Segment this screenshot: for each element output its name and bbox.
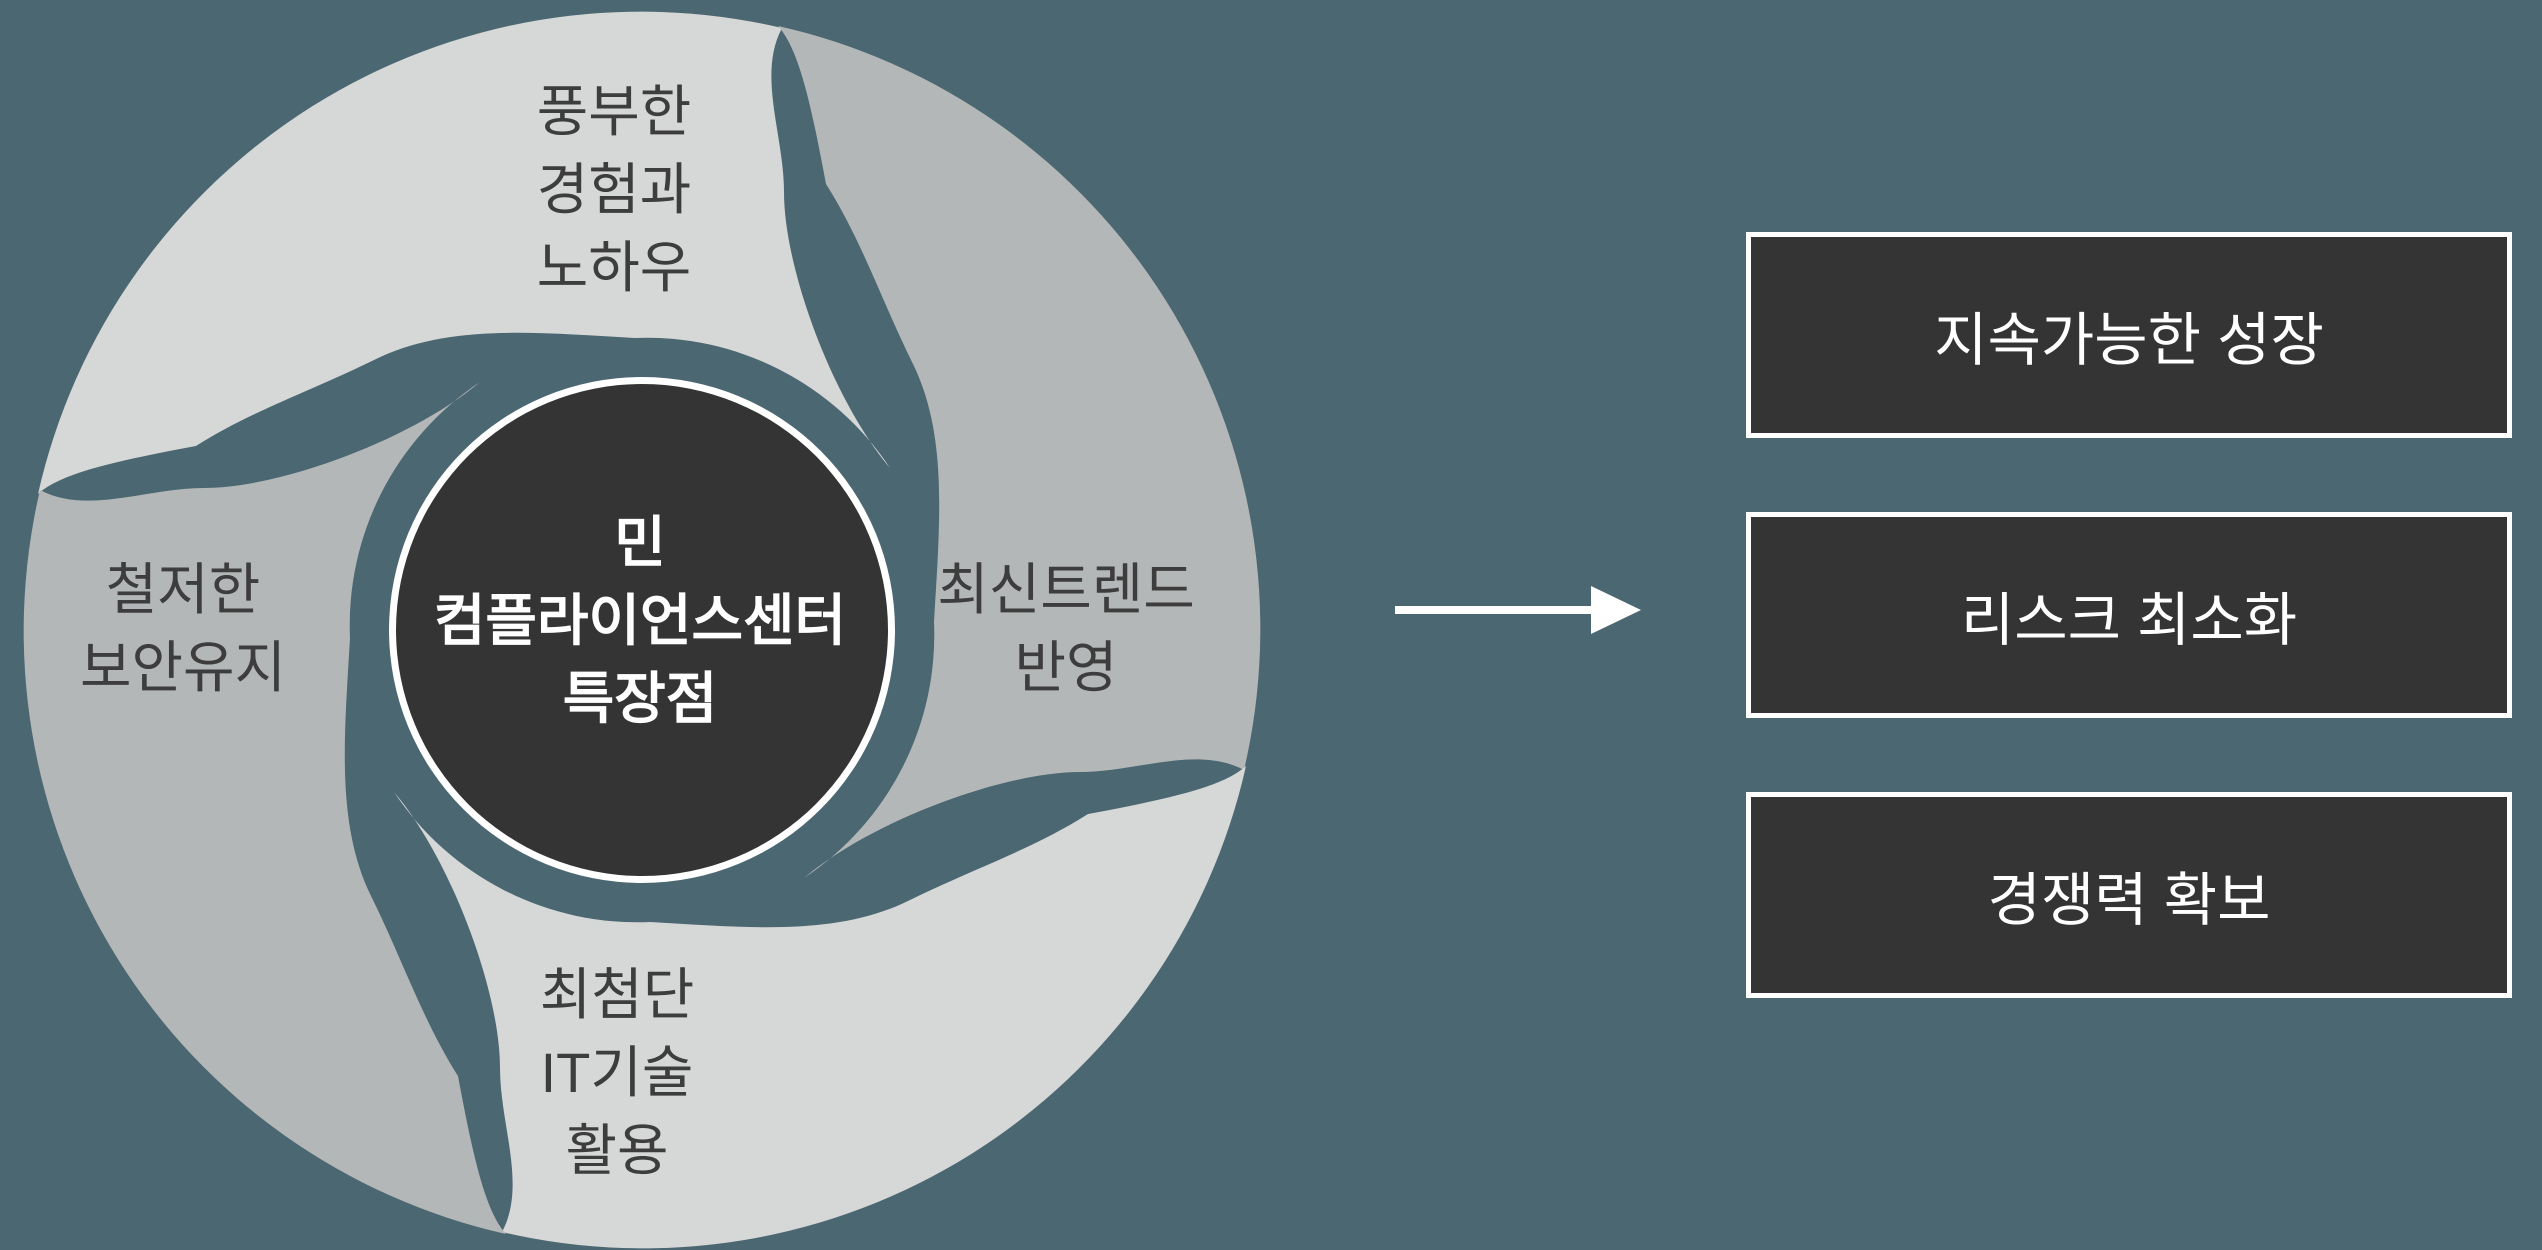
label-line: 민	[614, 511, 666, 574]
outcome-box-label: 경쟁력 확보	[1987, 868, 2271, 933]
label-line: 풍부한	[536, 80, 692, 143]
label-line: 보안유지	[79, 636, 287, 699]
petal-left-label: 철저한 보안유지	[0, 551, 383, 707]
label-line: 철저한	[105, 558, 261, 621]
label-line: 노하우	[536, 236, 692, 299]
label-line: 활용	[565, 1119, 669, 1182]
outcome-box-label: 리스크 최소화	[1960, 588, 2298, 653]
center-circle	[396, 384, 888, 876]
center-circle-title: 민 컴플라이언스센터 특장점	[380, 504, 900, 738]
label-line: 최첨단	[539, 963, 695, 1026]
flow-arrow-icon	[1395, 586, 1641, 634]
outcome-list: 지속가능한 성장 리스크 최소화 경쟁력 확보	[1746, 232, 2512, 998]
label-line: 반영	[1014, 636, 1118, 699]
outcome-box-label: 지속가능한 성장	[1934, 308, 2324, 373]
label-line: 경험과	[536, 158, 692, 221]
outcome-box-sustainable-growth: 지속가능한 성장	[1746, 232, 2512, 438]
petal-right-label: 최신트렌드 반영	[866, 551, 1266, 707]
label-line: 최신트렌드	[937, 558, 1195, 621]
outcome-box-risk-minimization: 리스크 최소화	[1746, 512, 2512, 718]
label-line: 특장점	[562, 667, 718, 730]
label-line: 컴플라이언스센터	[433, 589, 847, 652]
label-line: IT기술	[540, 1041, 694, 1104]
petal-bottom-label: 최첨단 IT기술 활용	[417, 956, 817, 1190]
petal-top-label: 풍부한 경험과 노하우	[414, 73, 814, 307]
outcome-box-competitiveness: 경쟁력 확보	[1746, 792, 2512, 998]
